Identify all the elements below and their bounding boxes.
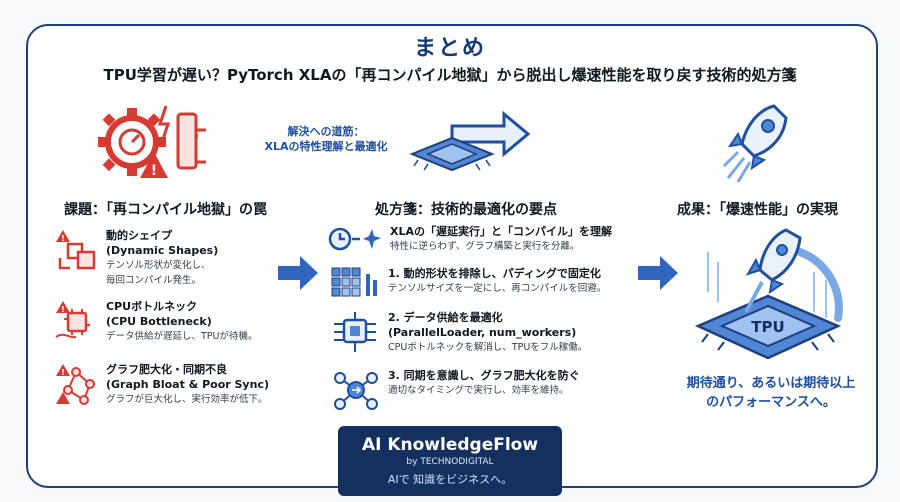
- dynamic-shape-icon: !: [56, 230, 96, 270]
- prescription-item-sync: 3. 同期を意識し、グラフ肥大化を防ぐ 適切なタイミングで実行し、効率を維持。: [330, 368, 580, 412]
- problem-3-title: グラフ肥大化・同期不良: [106, 363, 227, 376]
- tpu-chip-label: TPU: [751, 318, 784, 336]
- prescription-1-title: 1. 動的形状を排除し、パディングで固定化: [388, 267, 601, 280]
- result-heading: 成果：「爆速性能」の実現: [677, 202, 838, 218]
- prescription-item-data-feed: 2. データ供給を最適化 (ParallelLoader, num_worker…: [330, 310, 587, 355]
- data-feed-chip-icon: [334, 312, 376, 352]
- svg-text:!: !: [151, 163, 157, 179]
- content-frame: [26, 24, 878, 488]
- svg-text:!: !: [61, 368, 65, 377]
- padding-grid-icon: [331, 267, 377, 297]
- tpu-rocket-illustration: TPU: [694, 228, 843, 360]
- problem-3-title-en: (Graph Bloat & Poor Sync): [106, 378, 269, 391]
- sync-graph-icon: [334, 372, 378, 410]
- prescription-0-desc: 特性に逆らわず、グラフ構築と実行を分離。: [390, 241, 580, 252]
- svg-text:!: !: [61, 234, 65, 243]
- graph-bloat-icon: !: [56, 364, 95, 405]
- solution-hint: 解決への道筋： XLAの特性理解と最適化: [246, 124, 406, 154]
- result-line-2: のパフォーマンスへ。: [706, 395, 836, 410]
- prescription-1-desc: テンソルサイズを一定にし、再コンパイルを回避。: [388, 283, 607, 294]
- prescription-item-padding: 1. 動的形状を排除し、パディングで固定化 テンソルサイズを一定にし、再コンパイ…: [330, 266, 606, 300]
- brand-badge: AI KnowledgeFlow by TECHNODIGITAL AIで 知識…: [338, 426, 562, 496]
- clock-spark-icon: [328, 227, 381, 251]
- page-subtitle: TPU学習が遅い？PyTorch XLAの「再コンパイル地獄」から脱出し爆速性能…: [103, 66, 797, 84]
- prescription-0-title: XLAの「遅延実行」と「コンパイル」を理解: [390, 225, 613, 238]
- problem-1-desc-2: 毎回コンパイル発生。: [106, 275, 202, 286]
- prescription-item-lazy-execution: XLAの「遅延実行」と「コンパイル」を理解 特性に逆らわず、グラフ構築と実行を分…: [328, 224, 612, 254]
- problem-3-desc-1: グラフが巨大化し、実行効率が低下。: [106, 394, 268, 405]
- chip-arrow-illustration: [409, 110, 531, 172]
- arrow-right-icon: [638, 256, 678, 290]
- problem-item-dynamic-shapes: ! 動的シェイプ (Dynamic Shapes) テンソル形状が変化し、 毎回…: [54, 228, 218, 288]
- page-title: まとめ: [413, 36, 486, 61]
- prescription-2-title-2: (ParallelLoader, num_workers): [388, 326, 577, 339]
- problem-1-title-en: (Dynamic Shapes): [106, 244, 219, 257]
- problem-2-title: CPUボトルネック: [106, 300, 198, 313]
- svg-text:!: !: [61, 305, 65, 314]
- arrow-right-icon: [278, 256, 318, 290]
- cpu-bottleneck-icon: !: [55, 301, 90, 339]
- result-text: 期待通り、あるいは期待以上 のパフォーマンスへ。: [676, 374, 866, 412]
- prescription-3-desc: 適切なタイミングで実行し、効率を維持。: [388, 385, 569, 396]
- recompile-hell-illustration: !: [98, 105, 206, 179]
- hint-line-2: XLAの特性理解と最適化: [264, 140, 388, 153]
- problem-1-desc-1: テンソル形状が変化し、: [106, 260, 211, 271]
- brand-title: AI KnowledgeFlow: [361, 435, 539, 455]
- prescription-heading: 処方箋：技術的最適化の要点: [375, 202, 557, 218]
- problem-heading: 課題：「再コンパイル地獄」の罠: [64, 202, 267, 218]
- rocket-icon: [722, 104, 788, 183]
- problem-1-title: 動的シェイプ: [106, 229, 172, 242]
- result-line-1: 期待通り、あるいは期待以上: [686, 376, 856, 391]
- prescription-2-title: 2. データ供給を最適化: [388, 311, 503, 324]
- prescription-2-desc: CPUボトルネックを解消し、TPUをフル稼働。: [388, 342, 588, 353]
- problem-2-title-en: (CPU Bottleneck): [106, 315, 212, 328]
- problem-item-cpu-bottleneck: ! CPUボトルネック (CPU Bottleneck) データ供給が遅延し、T…: [54, 299, 258, 344]
- problem-2-desc-1: データ供給が遅延し、TPUが待機。: [106, 331, 258, 342]
- problem-item-graph-bloat: ! グラフ肥大化・同期不良 (Graph Bloat & Poor Sync) …: [54, 362, 269, 407]
- brand-slogan: AIで 知識をビジネスへ。: [387, 473, 513, 486]
- prescription-3-title: 3. 同期を意識し、グラフ肥大化を防ぐ: [388, 369, 580, 382]
- hint-line-1: 解決への道筋：: [287, 125, 365, 138]
- brand-by: by TECHNODIGITAL: [406, 457, 494, 467]
